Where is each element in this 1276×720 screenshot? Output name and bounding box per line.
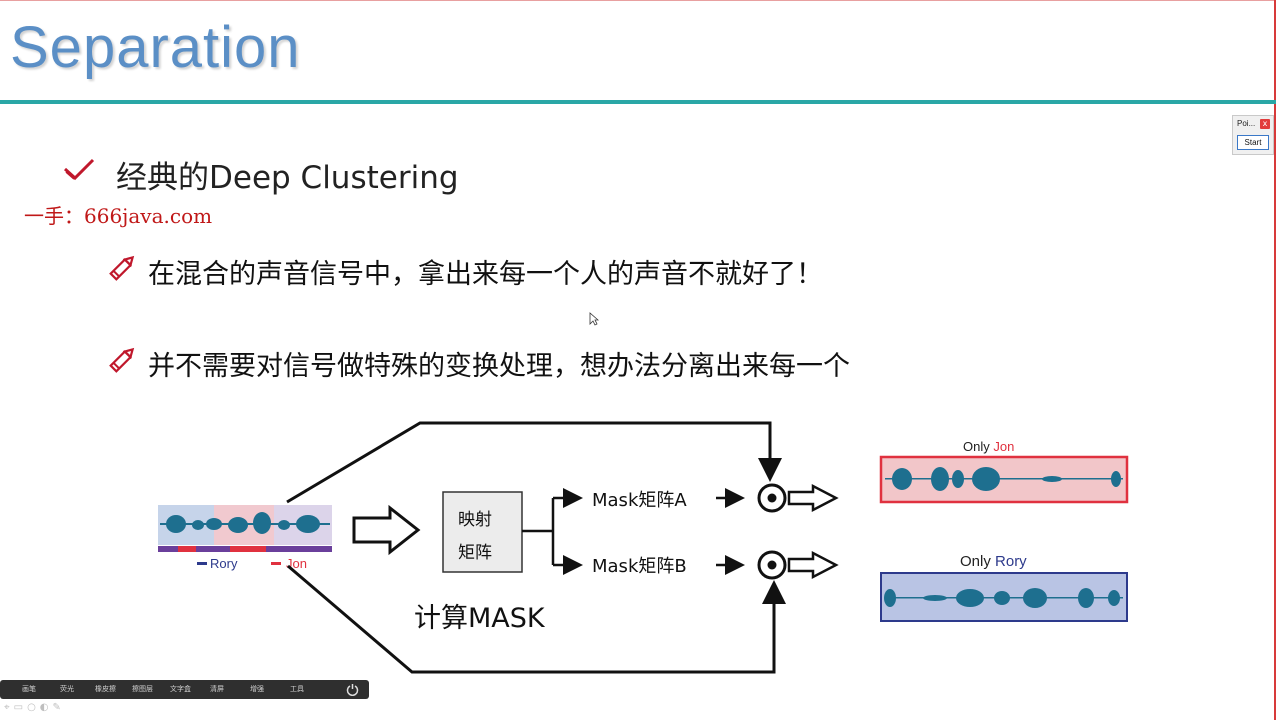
skip-connection-bottom: [287, 564, 786, 674]
power-icon[interactable]: [346, 683, 359, 696]
compute-mask-label: 计算MASK: [414, 603, 546, 634]
output-rory-waveform: [880, 572, 1128, 622]
toolbar-item[interactable]: 荧光: [60, 686, 74, 693]
mask-b-label: Mask矩阵B: [592, 556, 687, 577]
mouse-cursor-icon: [589, 312, 599, 326]
odot-icon: [757, 550, 787, 580]
output-jon-waveform: [879, 455, 1129, 504]
legend-rory: Rory: [210, 556, 238, 571]
check-icon: [63, 158, 95, 181]
bullet-text-2: 并不需要对信号做特殊的变换处理，想办法分离出来每一个: [148, 351, 850, 382]
mapping-matrix-box: [442, 491, 523, 573]
skip-connection-top: [286, 421, 782, 504]
toolbar-item[interactable]: 橡皮擦: [95, 686, 116, 693]
title-divider: [0, 100, 1276, 104]
toolbar-item[interactable]: 清屏: [210, 686, 224, 693]
section-heading: 经典的Deep Clustering: [116, 160, 459, 196]
matrix-label-line1: 映射: [458, 510, 492, 530]
output-jon-title: Only Jon: [963, 439, 1014, 454]
mixed-signal-waveform: [158, 505, 332, 552]
pencil-icon: [109, 347, 135, 373]
hollow-arrow-icon: [787, 550, 839, 580]
odot-icon: [757, 483, 787, 513]
rory-legend-swatch: [197, 562, 207, 565]
jon-legend-swatch: [271, 562, 281, 565]
output-rory-title: Only Rory: [960, 553, 1027, 570]
hollow-arrow-icon: [352, 504, 421, 556]
popup-title: Poi...: [1237, 119, 1256, 128]
annotation-toolbar: 画笔 荧光 橡皮擦 擦图层 文字盒 清屏 增强 工具: [0, 680, 369, 699]
watermark-text: 一手：666java.com: [24, 204, 213, 228]
hollow-arrow-icon: [787, 483, 839, 513]
top-edge-line: [0, 0, 1276, 1]
mask-a-label: Mask矩阵A: [592, 490, 687, 511]
toolbar-item[interactable]: 画笔: [22, 686, 36, 693]
right-edge-line: [1274, 0, 1276, 720]
tool-icons-row: ⌖▭○◐✎: [4, 702, 65, 713]
toolbar-item[interactable]: 擦图层: [132, 686, 153, 693]
toolbar-item[interactable]: 文字盒: [170, 686, 191, 693]
start-button[interactable]: Start: [1237, 135, 1269, 150]
slide-title: Separation: [10, 15, 301, 80]
bullet-text-1: 在混合的声音信号中，拿出来每一个人的声音不就好了！: [148, 259, 823, 290]
pointer-popup: Poi... x Start: [1232, 115, 1274, 155]
close-icon[interactable]: x: [1260, 119, 1270, 129]
toolbar-item[interactable]: 增强: [250, 686, 264, 693]
toolbar-item[interactable]: 工具: [290, 686, 304, 693]
matrix-label-line2: 矩阵: [458, 543, 492, 563]
pencil-icon: [109, 255, 135, 281]
